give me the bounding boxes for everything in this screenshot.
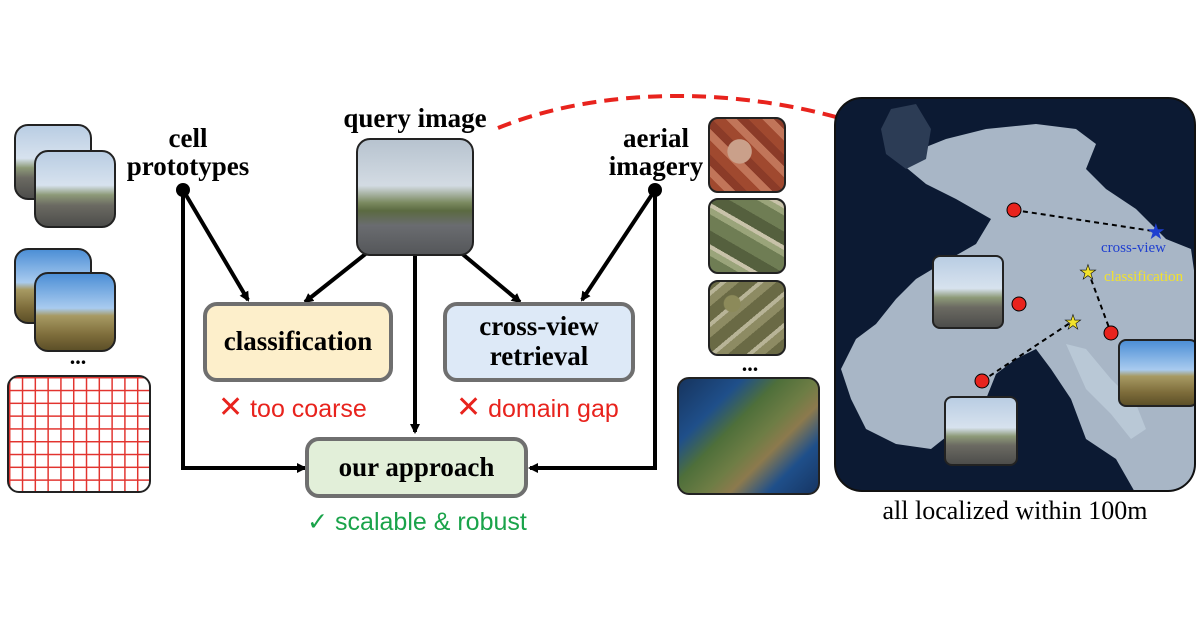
note-domain-gap: ✕ domain gap <box>456 390 619 425</box>
cross-icon: ✕ <box>218 391 244 424</box>
cross-icon: ✕ <box>456 391 482 424</box>
arrow-cells-to-classification <box>181 188 250 302</box>
star-icon-classification: ★ <box>1079 260 1097 284</box>
arrow-query-to-classification <box>303 250 370 304</box>
map-italy <box>1066 344 1146 439</box>
query-image <box>356 138 474 256</box>
inset-image-3 <box>944 396 1018 466</box>
classification-box: classification <box>203 302 393 382</box>
star-icon-cross-view: ★ <box>1146 220 1166 245</box>
connector-3 <box>981 320 1074 382</box>
ellipsis-left: ... <box>69 344 87 369</box>
map-uk <box>881 104 931 169</box>
arrow-aerial-to-crossview <box>580 188 657 302</box>
note-too-coarse: ✕ too coarse <box>218 390 367 425</box>
connector-1 <box>1013 209 1154 232</box>
label-query-image: query image <box>343 103 487 133</box>
dashed-arrow-to-map <box>497 94 1006 197</box>
label-cell-prototypes: cell prototypes <box>126 123 250 182</box>
europe-map-drawing: ★ ★ ★ <box>841 104 1194 490</box>
europe-map-panel: ★ ★ ★ cross-view classification <box>834 97 1196 492</box>
legend-cross-view: cross-view <box>1101 240 1166 256</box>
ground-truth-dot-2 <box>1011 296 1027 312</box>
arrow-aerial-to-approach <box>528 190 657 473</box>
satellite-map-europe <box>677 377 820 495</box>
ground-truth-dot-4 <box>974 373 990 389</box>
map-caption: all localized within 100m <box>882 496 1148 525</box>
connector-2 <box>1087 270 1112 334</box>
domain-gap-text: domain gap <box>488 395 619 423</box>
ground-truth-dot-3 <box>1103 325 1119 341</box>
aerial-image-2 <box>708 198 786 274</box>
arrow-cells-to-approach <box>181 190 307 473</box>
note-scalable: ✓ scalable & robust <box>307 508 527 536</box>
arrow-query-to-crossview <box>458 250 522 304</box>
ellipsis-right: ... <box>741 351 759 376</box>
legend-classification: classification <box>1104 269 1184 285</box>
ground-truth-dot-1 <box>1006 202 1022 218</box>
inset-image-1 <box>932 255 1004 329</box>
our-approach-box: our approach <box>305 437 528 498</box>
too-coarse-text: too coarse <box>250 395 367 423</box>
field-image-front <box>34 272 116 352</box>
cell-grid-map <box>7 375 151 493</box>
street-image-front-1 <box>34 150 116 228</box>
label-aerial-imagery: aerial imagery <box>608 123 704 182</box>
cross-view-box: cross-view retrieval <box>443 302 635 382</box>
aerial-image-1 <box>708 117 786 193</box>
aerial-image-3 <box>708 280 786 356</box>
inset-image-2 <box>1118 339 1194 407</box>
star-icon-classification-2: ★ <box>1064 310 1082 334</box>
